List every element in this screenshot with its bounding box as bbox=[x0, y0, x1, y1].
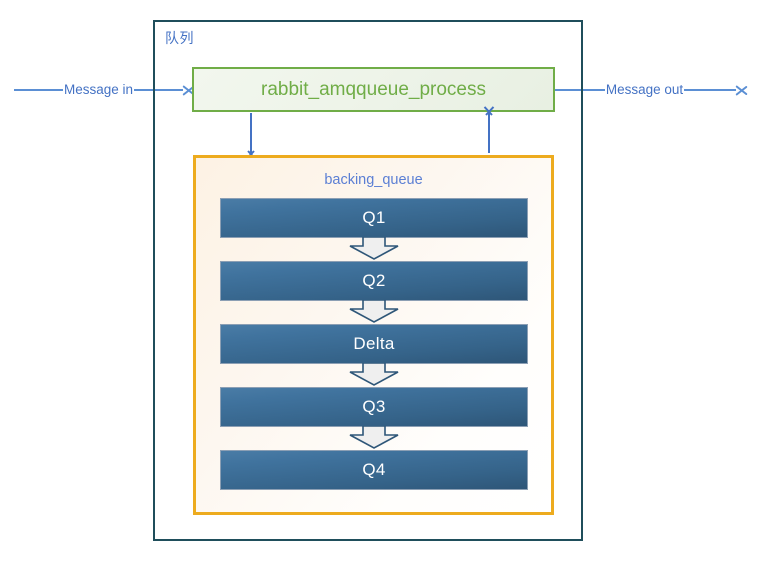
queue-box-q3: Q3 bbox=[220, 387, 528, 449]
block-arrow-down-icon bbox=[345, 237, 403, 260]
backing-queue-label: backing_queue bbox=[324, 172, 423, 188]
queue-box-label: Q3 bbox=[362, 397, 386, 416]
message-in-flow: Message in bbox=[14, 80, 196, 100]
queue-box-q4: Q4 bbox=[220, 450, 528, 490]
block-arrow-down-icon bbox=[345, 363, 403, 386]
queue-container bbox=[153, 20, 583, 541]
queue-box-label: Q4 bbox=[362, 460, 386, 479]
arrow-down-icon bbox=[243, 113, 259, 153]
queue-box-q2: Q2 bbox=[220, 261, 528, 323]
arrow-down-shaft bbox=[250, 113, 252, 153]
queue-box-q1: Q1 bbox=[220, 198, 528, 260]
queue-box-delta: Delta bbox=[220, 324, 528, 386]
block-arrow-down-icon bbox=[345, 426, 403, 449]
message-out-arrowhead-icon bbox=[736, 83, 749, 97]
message-in-line-left bbox=[14, 89, 63, 91]
message-out-line-left bbox=[553, 89, 605, 91]
arrow-up-shaft bbox=[488, 113, 490, 153]
message-in-label: Message in bbox=[63, 82, 134, 98]
message-out-label: Message out bbox=[605, 82, 684, 98]
rabbit-amqqueue-process-label: rabbit_amqqueue_process bbox=[261, 78, 486, 100]
message-in-line-right bbox=[134, 89, 184, 91]
arrow-down-head bbox=[243, 142, 259, 153]
rabbit-amqqueue-process-box: rabbit_amqqueue_process bbox=[192, 67, 555, 112]
arrow-up-head bbox=[481, 113, 497, 124]
message-out-line-right bbox=[684, 89, 737, 91]
queue-container-label: 队列 bbox=[165, 30, 194, 46]
queue-stack: Q1 Q2 Delta Q3 bbox=[220, 198, 528, 490]
queue-box-label: Q2 bbox=[362, 271, 386, 290]
queue-box-label: Delta bbox=[353, 334, 395, 353]
message-out-flow: Message out bbox=[553, 80, 749, 100]
queue-box-label: Q1 bbox=[362, 208, 386, 227]
block-arrow-down-icon bbox=[345, 300, 403, 323]
arrow-up-icon bbox=[481, 113, 497, 153]
